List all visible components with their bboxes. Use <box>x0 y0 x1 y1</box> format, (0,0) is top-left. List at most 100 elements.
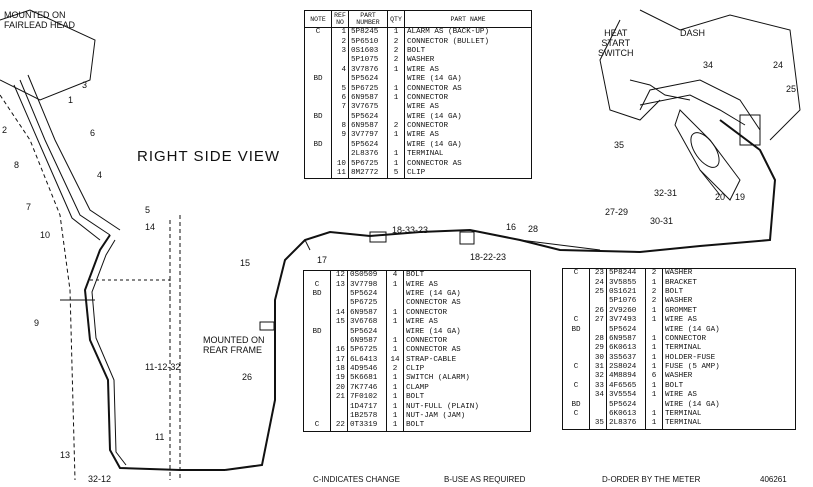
center-harness <box>224 119 777 471</box>
qty-cell: 1 <box>645 315 663 326</box>
ref-cell: 26 <box>589 306 607 316</box>
note-cell: BD <box>563 400 590 410</box>
note-cell <box>563 344 590 354</box>
note-cell <box>305 121 332 132</box>
part-number-cell: 0S0509 <box>347 271 387 281</box>
ref-cell: 5 <box>331 84 349 94</box>
note-cell <box>304 355 331 365</box>
part-name-cell: STRAP-CABLE <box>406 355 457 364</box>
part-number-cell: 3V7493 <box>606 315 646 326</box>
part-name-cell: GROMMET <box>665 306 697 315</box>
note-cell <box>305 46 332 57</box>
part-number-cell: 7F0102 <box>347 393 387 403</box>
part-number-cell: 3V5554 <box>606 391 646 401</box>
note-cell: C <box>304 421 331 431</box>
change-note: C-INDICATES CHANGE <box>313 475 400 484</box>
qty-cell: 2 <box>386 364 404 375</box>
ref-cell: 35 <box>589 419 607 429</box>
callout: 26 <box>242 372 253 382</box>
part-number-cell: 2L8376 <box>606 419 646 429</box>
part-number-cell: 5P5624 <box>348 112 388 122</box>
part-number-cell: 4D9546 <box>347 364 387 375</box>
ref-cell: 9 <box>331 131 349 141</box>
fairlead-mount-label: MOUNTED ON FAIRLEAD HEAD <box>4 10 76 30</box>
col-ref: REF NO <box>331 11 349 28</box>
part-name-cell: WIRE AS <box>665 391 697 400</box>
part-name-cell: CONNECTOR AS <box>407 84 462 93</box>
ref-cell: 2 <box>331 37 349 47</box>
ref-cell: 31 <box>589 362 607 373</box>
part-number-cell: 6N9587 <box>347 308 387 318</box>
part-number-cell: 5P8244 <box>606 269 646 279</box>
part-number-cell: 6N9587 <box>347 336 387 347</box>
left-frame-edge <box>0 94 76 481</box>
ref-cell: 18 <box>330 364 348 375</box>
note-cell <box>304 317 331 328</box>
left-harness <box>83 234 225 471</box>
note-cell <box>563 297 590 307</box>
ref-cell: 29 <box>589 344 607 354</box>
part-number-cell: 5P6725 <box>347 346 387 356</box>
part-number-cell: 5P5624 <box>348 140 388 151</box>
qty-cell: 2 <box>387 56 405 66</box>
note-cell <box>304 271 331 281</box>
part-name-cell: BOLT <box>406 421 425 430</box>
callout: 32-31 <box>654 188 678 198</box>
note-cell <box>305 84 332 94</box>
ref-cell: 34 <box>589 391 607 401</box>
qty-cell: 1 <box>387 27 405 38</box>
qty-cell: 1 <box>645 306 663 316</box>
part-name-cell: WIRE AS <box>406 318 438 327</box>
qty-cell <box>386 289 404 300</box>
part-name-cell: CONNECTOR AS <box>406 299 461 308</box>
ref-cell: 4 <box>331 65 349 75</box>
part-name-cell: CONNECTOR <box>407 122 449 131</box>
note-cell: BD <box>304 327 331 337</box>
ref-cell <box>330 299 348 309</box>
callout: 32-12 <box>88 474 112 484</box>
callout: 13 <box>60 450 71 460</box>
part-number-cell: 4M8894 <box>606 372 646 382</box>
note-cell <box>305 159 332 169</box>
part-number-cell: 3V7798 <box>347 280 387 290</box>
ref-cell <box>330 289 348 300</box>
part-name-cell: TERMINAL <box>665 419 702 428</box>
ref-cell: 27 <box>589 315 607 326</box>
callout: 20 <box>715 192 726 202</box>
qty-cell: 1 <box>645 381 663 392</box>
note-cell <box>304 411 331 422</box>
qty-cell: 1 <box>387 93 405 104</box>
part-number-cell: 2V9260 <box>606 306 646 316</box>
part-name-cell: BOLT <box>406 271 425 280</box>
note-cell <box>563 419 590 429</box>
rear-frame-mount-label: MOUNTED ON REAR FRAME <box>203 335 265 355</box>
part-name-cell: WIRE (14 GA) <box>407 112 462 121</box>
qty-cell: 2 <box>387 37 405 47</box>
qty-cell: 5 <box>387 168 405 179</box>
part-name-cell: CONNECTOR AS <box>407 159 462 168</box>
part-name-cell: CONNECTOR (BULLET) <box>407 37 490 46</box>
callout: 35 <box>614 140 625 150</box>
ref-cell <box>589 400 607 410</box>
part-name-cell: CONNECTOR AS <box>406 346 461 355</box>
note-cell <box>305 65 332 75</box>
note-cell: C <box>305 27 332 38</box>
qty-cell: 1 <box>645 419 663 429</box>
qty-cell: 2 <box>645 269 663 279</box>
part-name-cell: BOLT <box>665 381 684 390</box>
